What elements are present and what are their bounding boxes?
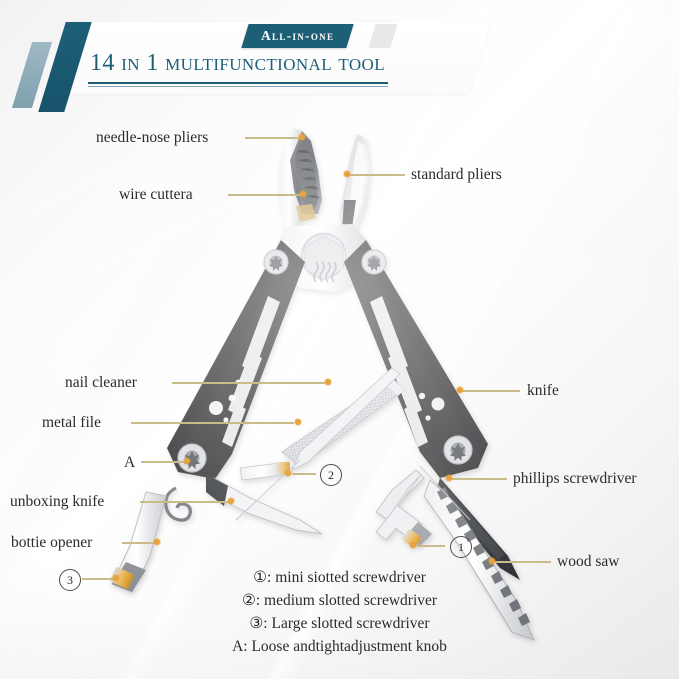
callout-dot-wire-cutters [300,191,306,197]
marker-dot-marker-1 [410,542,416,548]
legend-line-4: A: Loose andtightadjustment knob [232,638,447,655]
marker-2: 2 [320,464,342,486]
callout-dot-needle-nose-pliers [299,134,305,140]
header-banner: All-in-one 14 in 1 multifunctional tool [0,0,679,112]
leader-line-adjustment-knob-a [141,461,185,463]
callout-label-bottle-opener: bottie opener [11,534,93,551]
callout-dot-unboxing-knife [228,498,234,504]
leader-line-metal-file [131,422,294,424]
title-underline-secondary [88,86,388,87]
leader-line-wire-cutters [228,194,304,196]
leader-line-phillips-screwdriver [449,478,507,480]
leader-line-marker-2 [292,473,316,475]
callout-dot-adjustment-knob-a [184,458,190,464]
callout-dot-metal-file [295,419,301,425]
callout-label-metal-file: metal file [42,414,101,431]
callout-label-adjustment-knob-a: A [124,454,136,471]
callout-label-needle-nose-pliers: needle-nose pliers [96,129,209,146]
callout-label-wood-saw: wood saw [557,553,620,570]
callout-dot-phillips-screwdriver [446,475,452,481]
callout-label-knife: knife [527,382,559,399]
marker-dot-marker-2 [285,470,291,476]
callout-label-standard-pliers: standard pliers [411,166,502,183]
callout-dot-wood-saw [489,558,495,564]
callout-dot-knife [457,387,463,393]
callout-label-phillips-screwdriver: phillips screwdriver [513,470,637,487]
legend-line-1: ①: mini siotted screwdriver [253,569,426,586]
leader-line-standard-pliers [347,174,405,176]
marker-3: 3 [59,569,81,591]
leader-line-unboxing-knife [140,501,230,503]
leader-line-marker-3 [82,578,115,580]
leader-line-knife [460,390,520,392]
marker-1: 1 [450,536,472,558]
page-title: 14 in 1 multifunctional tool [90,50,386,76]
legend-line-2: ②: medium slotted screwdriver [241,592,438,609]
legend-line-3: ③: Large slotted screwdriver [249,615,430,632]
leader-line-needle-nose-pliers [245,137,303,139]
callout-label-unboxing-knife: unboxing knife [10,493,105,510]
legend-block: ①: mini siotted screwdriver ②: medium slo… [0,566,679,658]
all-in-one-badge-label: All-in-one [261,28,335,43]
callout-label-wire-cutters: wire cuttera [119,186,193,203]
title-underline [88,82,388,84]
leader-line-wood-saw [492,561,551,563]
callout-dot-bottle-opener [154,539,160,545]
leader-line-bottle-opener [122,542,155,544]
marker-dot-marker-3 [113,575,119,581]
leader-line-nail-cleaner [172,382,325,384]
callout-dot-nail-cleaner [325,379,331,385]
all-in-one-badge: All-in-one [241,24,354,48]
leader-line-marker-1 [417,545,445,547]
callout-dot-standard-pliers [344,171,350,177]
callout-label-nail-cleaner: nail cleaner [65,374,137,391]
